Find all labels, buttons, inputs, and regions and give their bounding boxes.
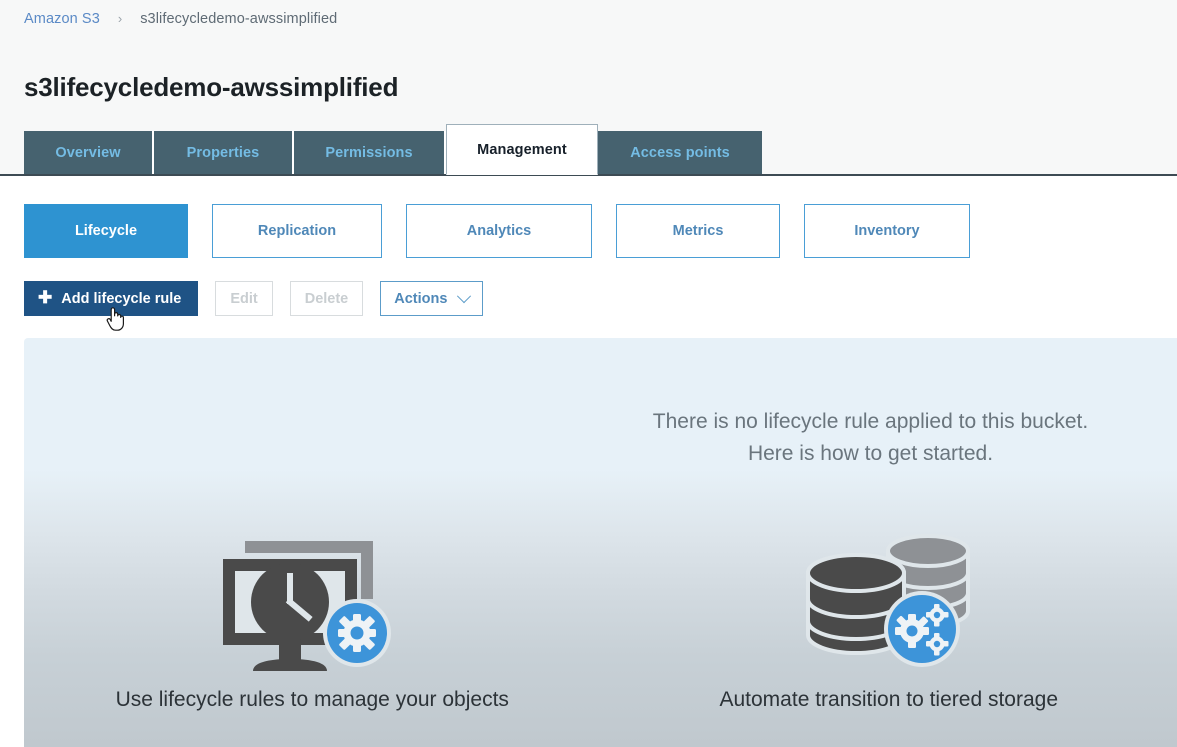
add-lifecycle-rule-label: Add lifecycle rule <box>61 290 182 307</box>
subtab-replication[interactable]: Replication <box>212 204 382 258</box>
database-gears-icon <box>800 528 978 678</box>
tab-overview[interactable]: Overview <box>24 131 154 175</box>
subtab-inventory[interactable]: Inventory <box>804 204 970 258</box>
empty-state-line-2: Here is how to get started. <box>747 442 994 465</box>
add-lifecycle-rule-button[interactable]: ✚ Add lifecycle rule <box>24 281 199 316</box>
breadcrumb-link-amazon-s3[interactable]: Amazon S3 <box>24 11 100 27</box>
edit-button: Edit <box>215 281 273 316</box>
monitor-clock-gear-icon <box>223 528 401 678</box>
breadcrumb-current-bucket: s3lifecycledemo-awssimplified <box>140 11 338 27</box>
tab-properties[interactable]: Properties <box>154 131 294 175</box>
tab-bar-underline <box>0 174 1177 176</box>
tile-tiered-storage-caption: Automate transition to tiered storage <box>719 688 1059 711</box>
tile-lifecycle-rules-caption: Use lifecycle rules to manage your objec… <box>115 688 509 711</box>
breadcrumb: Amazon S3 › s3lifecycledemo-awssimplifie… <box>24 8 337 30</box>
lifecycle-action-bar: ✚ Add lifecycle rule Edit Delete Actions <box>24 281 484 316</box>
management-feature-tabs: Lifecycle Replication Analytics Metrics Inve… <box>24 204 994 258</box>
tab-permissions[interactable]: Permissions <box>294 131 446 175</box>
edit-label: Edit <box>230 290 258 307</box>
tile-tiered-storage: Automate transition to tiered storage <box>601 528 1177 712</box>
empty-state-line-1: There is no lifecycle rule applied to th… <box>652 410 1089 433</box>
empty-state-tiles: Use lifecycle rules to manage your objec… <box>24 528 1177 712</box>
empty-state-message: There is no lifecycle rule applied to th… <box>24 406 1177 470</box>
delete-button: Delete <box>289 281 364 316</box>
page-title: s3lifecycledemo-awssimplified <box>24 72 399 102</box>
subtab-lifecycle[interactable]: Lifecycle <box>24 204 188 258</box>
plus-icon: ✚ <box>38 288 53 307</box>
page-header: Amazon S3 › s3lifecycledemo-awssimplifie… <box>0 0 1177 175</box>
chevron-down-icon <box>457 288 472 303</box>
tab-access-points[interactable]: Access points <box>598 131 762 175</box>
breadcrumb-separator-icon: › <box>117 10 123 26</box>
actions-dropdown-button[interactable]: Actions <box>380 281 484 316</box>
subtab-analytics[interactable]: Analytics <box>406 204 592 258</box>
lifecycle-empty-state-panel: There is no lifecycle rule applied to th… <box>24 338 1177 747</box>
subtab-metrics[interactable]: Metrics <box>616 204 780 258</box>
delete-label: Delete <box>304 290 349 307</box>
actions-label: Actions <box>394 290 448 307</box>
tab-management[interactable]: Management <box>446 124 598 175</box>
tile-lifecycle-rules: Use lifecycle rules to manage your objec… <box>24 528 601 712</box>
